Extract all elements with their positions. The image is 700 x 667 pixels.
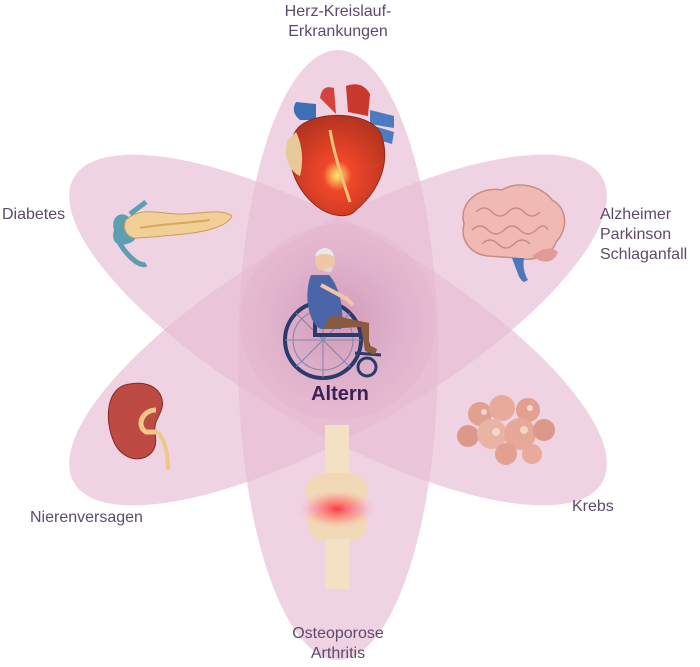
label-line: Osteoporose (292, 625, 384, 642)
label-line: Schlaganfall (600, 246, 688, 263)
heart-icon (285, 84, 394, 217)
label-neuro: Alzheimer Parkinson Schlaganfall (600, 205, 700, 265)
label-diabetes: Diabetes (2, 205, 102, 225)
label-line: Parkinson (600, 226, 672, 243)
label-line: Herz-Kreislauf- (284, 3, 392, 20)
label-bone: Osteoporose Arthritis (258, 624, 418, 664)
label-line: Krebs (572, 498, 614, 515)
label-line: Erkrankungen (288, 23, 388, 40)
label-line: Arthritis (310, 645, 366, 662)
label-kidney: Nierenversagen (30, 508, 180, 528)
brain-icon (462, 184, 566, 282)
kidney-icon (107, 382, 170, 471)
pancreas-icon (113, 200, 233, 268)
center-label: Altern (311, 383, 369, 405)
tumor-cells-icon (457, 395, 555, 465)
knee-joint-icon (297, 425, 377, 589)
label-line: Nierenversagen (30, 509, 143, 526)
label-line: Diabetes (2, 206, 66, 223)
label-cardio: Herz-Kreislauf- Erkrankungen (258, 2, 418, 42)
label-line: Alzheimer (600, 206, 672, 223)
elderly-person-wheelchair-icon (283, 248, 382, 380)
label-cancer: Krebs (572, 497, 652, 517)
